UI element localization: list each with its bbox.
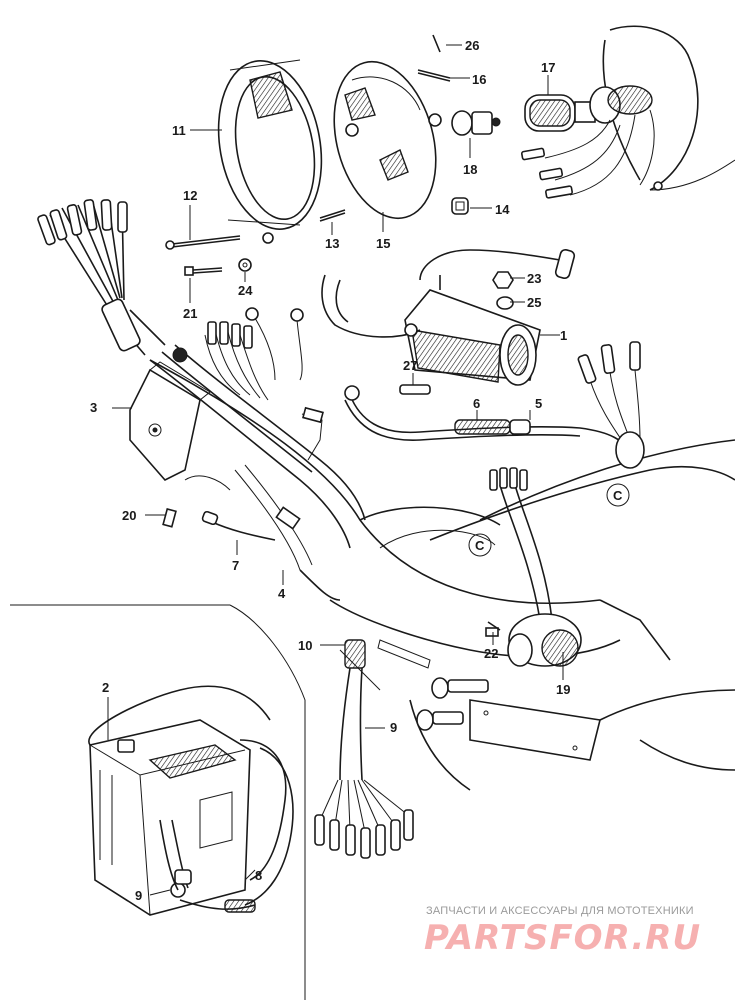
part-number-19: 19 (556, 682, 570, 697)
part-number-6: 6 (473, 396, 480, 411)
bolt-20 (162, 475, 231, 528)
part-number-1: 1 (560, 328, 567, 343)
harness-connector-bundle-top (37, 199, 141, 352)
junction-wires (204, 307, 324, 461)
screw-12 (165, 235, 241, 250)
screw-13 (319, 209, 346, 222)
headlight-rim (217, 59, 323, 244)
watermark-tagline: ЗАПЧАСТИ И АКСЕССУАРЫ ДЛЯ МОТОТЕХНИКИ (426, 905, 694, 917)
main-wire-harness (114, 309, 366, 601)
part-number-labels: 1 2 3 4 5 6 7 8 9 9 10 11 12 13 14 15 16… (90, 38, 570, 903)
battery (88, 685, 294, 916)
part-number-14: 14 (495, 202, 510, 217)
part-number-27: 27 (403, 358, 417, 373)
part-number-9-battery: 9 (135, 888, 142, 903)
part-number-22: 22 (484, 646, 498, 661)
headlight-unit (333, 60, 442, 220)
section-marker-label-2: C (613, 488, 623, 503)
part-number-21: 21 (183, 306, 197, 321)
part-number-9-harness: 9 (390, 720, 397, 735)
junction-box (129, 347, 211, 481)
part-number-16: 16 (472, 72, 486, 87)
lower-harness (314, 639, 414, 859)
washer-25 (496, 296, 514, 310)
bolt-21 (184, 266, 223, 276)
screw-16 (417, 69, 451, 82)
fuse-27 (399, 384, 431, 395)
part-number-7: 7 (232, 558, 239, 573)
cap-14 (451, 197, 469, 215)
part-number-18: 18 (463, 162, 477, 177)
section-marker-label: C (475, 538, 485, 553)
screw-22 (487, 621, 501, 631)
battery-cable-8 (159, 819, 256, 913)
part-number-4: 4 (278, 586, 286, 601)
harness-connector-bundle-right (577, 341, 645, 469)
part-number-13: 13 (325, 236, 339, 251)
part-number-15: 15 (376, 236, 390, 251)
part-number-26: 26 (465, 38, 479, 53)
part-number-12: 12 (183, 188, 197, 203)
inset-divider (10, 604, 306, 1000)
part-number-20: 20 (122, 508, 136, 523)
leader-lines (107, 44, 564, 896)
part-number-11: 11 (172, 123, 186, 138)
part-number-23: 23 (527, 271, 541, 286)
ignition-coil (321, 248, 576, 386)
part-number-3: 3 (90, 400, 97, 415)
pin-26 (432, 34, 441, 53)
part-number-17: 17 (541, 60, 555, 75)
nut-23 (492, 271, 514, 289)
ignition-switch (416, 467, 582, 731)
frame-outline (149, 359, 735, 791)
part-number-24: 24 (238, 283, 253, 298)
section-marker: C C (468, 483, 630, 557)
part-number-2: 2 (102, 680, 109, 695)
part-number-5: 5 (535, 396, 542, 411)
bulb-18 (451, 110, 501, 136)
switch-17 (520, 25, 735, 199)
fuse-holder (344, 385, 631, 456)
part-number-8: 8 (255, 868, 262, 883)
washer-24 (238, 258, 252, 272)
ground-wire-7 (201, 510, 276, 541)
watermark-logo: PARTSFOR.RU (424, 918, 702, 958)
part-number-25: 25 (527, 295, 541, 310)
part-number-10: 10 (298, 638, 312, 653)
